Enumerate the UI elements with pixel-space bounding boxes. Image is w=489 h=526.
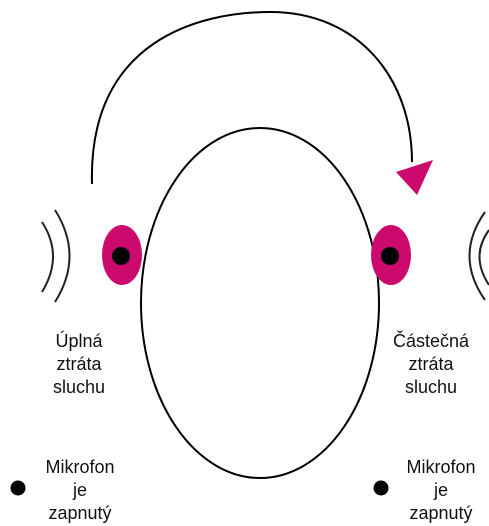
left-ear-label: Úplná ztráta sluchu xyxy=(33,330,125,399)
arrowhead-icon xyxy=(396,160,433,195)
left-ear-dot xyxy=(112,247,130,265)
right-mic-dot xyxy=(374,481,389,496)
head-outline xyxy=(141,128,379,478)
left-sound-wave-icon xyxy=(42,210,70,302)
right-sound-wave-icon xyxy=(470,212,489,300)
right-ear-dot xyxy=(381,247,399,265)
right-mic-label: Mikrofon je zapnutý xyxy=(393,456,489,525)
left-mic-dot xyxy=(11,481,26,496)
right-ear-label: Částečná ztráta sluchu xyxy=(378,330,484,399)
left-mic-label: Mikrofon je zapnutý xyxy=(28,456,132,525)
curved-arrow-icon xyxy=(92,12,412,184)
